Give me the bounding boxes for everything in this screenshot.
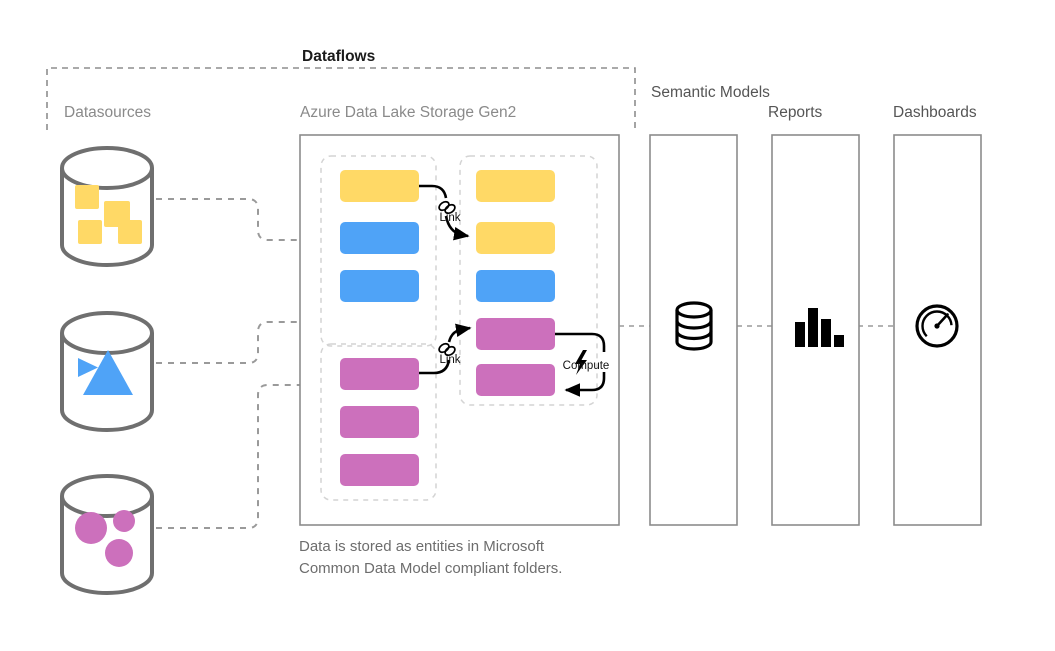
chain-link-icon-top bbox=[438, 200, 456, 215]
squares-glyph bbox=[75, 185, 142, 244]
entity-e1 bbox=[340, 170, 419, 202]
bar-chart-icon bbox=[795, 308, 844, 347]
entity-e6 bbox=[476, 270, 555, 302]
entity-e4 bbox=[476, 170, 555, 202]
gauge-icon bbox=[915, 304, 959, 348]
entity-e9 bbox=[340, 358, 419, 390]
adls-entities-bottom-left bbox=[340, 358, 419, 486]
link-bottom-arrows bbox=[419, 323, 472, 375]
chain-link-icon-bottom bbox=[438, 342, 456, 357]
entity-e3 bbox=[340, 270, 419, 302]
dataflows-boundary bbox=[46, 67, 636, 130]
adls-group-top-left bbox=[320, 155, 437, 347]
adls-caption: Data is stored as entities in Microsoft … bbox=[299, 538, 563, 577]
adls-group-right bbox=[459, 155, 598, 406]
link-top-arrows bbox=[419, 184, 470, 241]
circles-glyph bbox=[75, 510, 135, 567]
entity-e2 bbox=[340, 222, 419, 254]
triangles-glyph bbox=[78, 350, 133, 395]
adls-group-bottom-left bbox=[320, 343, 437, 501]
entity-e8 bbox=[476, 364, 555, 396]
page-title: Dataflows bbox=[302, 48, 376, 65]
panel-dashboards bbox=[893, 134, 982, 526]
datasource-connectors bbox=[156, 198, 300, 529]
datasource-cylinder-squares bbox=[60, 146, 154, 267]
compute-arrows bbox=[555, 332, 606, 397]
column-label-dashboards: Dashboards bbox=[893, 104, 977, 121]
entity-e5 bbox=[476, 222, 555, 254]
panel-semantic-models bbox=[649, 134, 738, 526]
datasource-cylinder-circles bbox=[60, 474, 154, 595]
database-icon bbox=[675, 301, 713, 351]
annotation-link-top: Link bbox=[439, 212, 461, 224]
adls-entities-right bbox=[476, 170, 555, 396]
lightning-bolt-icon bbox=[575, 350, 587, 375]
column-label-semantic-models: Semantic Models bbox=[651, 84, 770, 101]
column-label-reports: Reports bbox=[768, 104, 823, 121]
datasource-cylinder-triangles bbox=[60, 311, 154, 432]
adls-entities-top-left bbox=[340, 170, 419, 302]
column-label-adls: Azure Data Lake Storage Gen2 bbox=[300, 104, 517, 121]
annotation-link-bottom: Link bbox=[439, 354, 461, 366]
entity-e7 bbox=[476, 318, 555, 350]
entity-e11 bbox=[340, 454, 419, 486]
column-label-datasources: Datasources bbox=[64, 104, 152, 121]
annotation-compute: Compute bbox=[562, 360, 610, 372]
entity-e10 bbox=[340, 406, 419, 438]
